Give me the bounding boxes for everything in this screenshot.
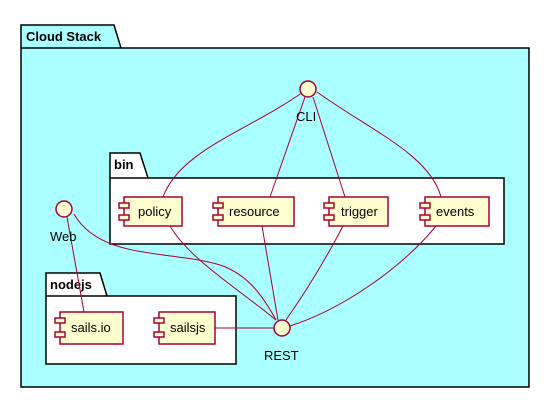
- component-resource: resource: [212, 196, 295, 227]
- component-label-resource: resource: [229, 204, 280, 219]
- edge-web-sailsio: [66, 216, 85, 313]
- interface-label-web: Web: [50, 229, 77, 244]
- interface-web: Web: [50, 200, 77, 244]
- component-trigger: trigger: [323, 196, 389, 227]
- edge-resource-rest: [261, 225, 279, 321]
- component-label-sails-io: sails.io: [71, 320, 111, 335]
- edge-policy-rest: [169, 225, 277, 321]
- edge-web-rest: [73, 213, 277, 321]
- package-title-nodejs: nodejs: [50, 277, 92, 292]
- component-sailsjs: sailsjs: [153, 311, 216, 345]
- package-title-bin: bin: [114, 157, 134, 172]
- edge-cli-events: [316, 91, 442, 198]
- edge-trigger-rest: [285, 225, 344, 321]
- package-title-cloud-stack: Cloud Stack: [26, 29, 102, 44]
- edge-events-rest: [289, 225, 437, 327]
- interface-label-cli: CLI: [296, 109, 316, 124]
- component-label-policy: policy: [138, 204, 172, 219]
- component-sails-io: sails.io: [54, 311, 124, 345]
- interface-rest: REST: [264, 319, 299, 363]
- component-events: events: [419, 196, 490, 227]
- component-label-events: events: [436, 204, 475, 219]
- interface-label-rest: REST: [264, 348, 299, 363]
- component-label-sailsjs: sailsjs: [170, 320, 206, 335]
- edge-cli-resource: [269, 96, 306, 198]
- component-policy: policy: [118, 196, 183, 227]
- interface-circle-web: [55, 200, 73, 218]
- edge-cli-trigger: [312, 96, 346, 198]
- edge-cli-policy: [162, 91, 304, 198]
- interface-circle-rest: [273, 319, 291, 337]
- edges: [66, 91, 442, 329]
- interface-circle-cli: [299, 80, 317, 98]
- component-label-trigger: trigger: [341, 204, 379, 219]
- interface-cli: CLI: [296, 80, 317, 124]
